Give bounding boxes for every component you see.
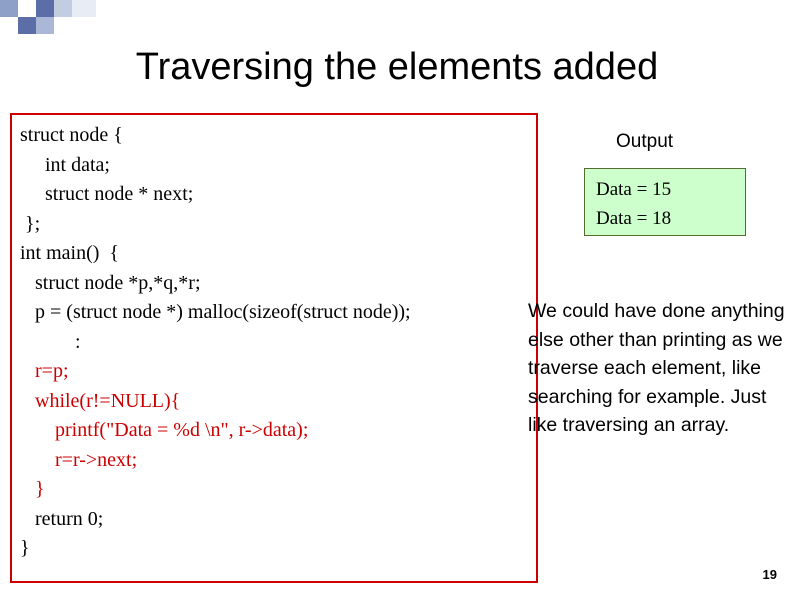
page-title: Traversing the elements added	[135, 46, 659, 88]
decor-block	[18, 0, 36, 17]
code-line: r=r->next;	[20, 448, 138, 471]
decor-block	[54, 0, 72, 17]
decor-block	[0, 0, 18, 17]
output-box: Data = 15 Data = 18	[584, 168, 746, 236]
code-line: struct node {	[20, 124, 123, 146]
output-lines-container: Data = 15 Data = 18	[596, 175, 745, 233]
decor-block	[72, 17, 96, 34]
decor-block	[36, 0, 54, 17]
code-line: }	[20, 478, 45, 500]
code-line: r=p;	[20, 360, 69, 382]
decor-block	[18, 17, 36, 34]
page-number: 19	[762, 567, 777, 582]
code-line: int main() {	[20, 242, 120, 264]
decor-block	[54, 17, 72, 34]
code-line: }	[20, 537, 30, 559]
code-line: printf("Data = %d \n", r->data);	[20, 419, 309, 441]
decor-block	[0, 17, 18, 34]
explanation-note: We could have done anything else other t…	[528, 300, 785, 436]
code-line: :	[20, 330, 81, 353]
code-line: while(r!=NULL){	[20, 389, 181, 412]
code-line: struct node * next;	[20, 183, 194, 205]
code-line: p = (struct node *) malloc(sizeof(struct…	[20, 301, 411, 323]
decorative-corner-blocks	[0, 0, 120, 34]
code-line: struct node *p,*q,*r;	[20, 271, 201, 294]
code-listing-box: struct node { int data; struct node * ne…	[10, 113, 538, 583]
code-line: int data;	[20, 153, 110, 176]
output-line: Data = 15	[596, 179, 672, 200]
code-line: };	[20, 212, 41, 235]
code-line: return 0;	[20, 507, 104, 530]
decor-block	[72, 0, 96, 17]
decor-block	[36, 17, 54, 34]
output-line: Data = 18	[596, 208, 672, 229]
code-lines-container: struct node { int data; struct node * ne…	[20, 121, 528, 564]
output-label: Output	[616, 131, 674, 152]
